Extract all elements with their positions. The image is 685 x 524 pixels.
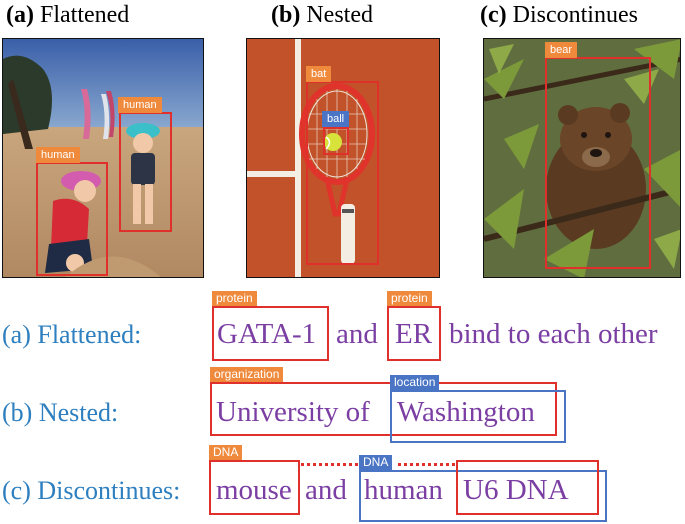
word-and-2: and: [305, 474, 347, 506]
word-human: human: [364, 474, 443, 506]
bbox-human-right: [119, 112, 172, 232]
entity-box-u6-dna: [456, 460, 599, 515]
bbox-human-left: [36, 162, 108, 276]
panel-name-c: Discontinues: [512, 2, 638, 28]
tag-bat: bat: [306, 66, 332, 82]
discontinuous-link-right: [398, 463, 455, 466]
photo-beach-children: human human: [2, 38, 204, 278]
bbox-ball: [323, 127, 349, 155]
word-and-1: and: [336, 318, 378, 350]
row-label-flattened: (a) Flattened:: [2, 320, 142, 349]
entity-box-university-of-washington: [210, 382, 557, 436]
entity-tag-dna-2: DNA: [359, 455, 393, 470]
entity-tag-protein-1: protein: [212, 291, 257, 306]
entity-tag-dna-1: DNA: [209, 445, 243, 460]
word-u6-dna: U6 DNA: [463, 474, 569, 506]
entity-box-er: [387, 306, 441, 361]
tag-ball: ball: [322, 111, 350, 127]
panel-title-b: (b) Nested: [271, 2, 373, 29]
photo-tennis-racket: bat ball: [246, 38, 440, 278]
entity-tag-location: location: [390, 375, 440, 390]
entity-box-gata1: [212, 306, 329, 361]
word-washington: Washington: [397, 396, 535, 428]
entity-box-washington: [390, 390, 566, 443]
panel-name-b: Nested: [306, 2, 373, 28]
tag-human-left: human: [36, 147, 80, 163]
word-university-of: University of: [216, 396, 370, 428]
word-bind-to-each-other: bind to each other: [449, 318, 658, 350]
entity-box-human-u6-dna: [359, 470, 607, 522]
panel-letter-a: (a): [6, 2, 34, 28]
tag-human-right: human: [118, 97, 162, 113]
bbox-bat: [306, 81, 379, 265]
bbox-bear: [545, 57, 651, 269]
tennis-scene-illustration: [247, 39, 439, 277]
panel-letter-c: (c): [480, 2, 507, 28]
word-gata1: GATA-1: [217, 318, 317, 350]
panel-name-a: Flattened: [39, 2, 130, 28]
tag-bear: bear: [545, 42, 578, 58]
row-label-discontinues: (c) Discontinues:: [2, 476, 181, 505]
word-mouse: mouse: [216, 474, 292, 506]
discontinuous-link-left: [301, 463, 358, 466]
row-label-nested: (b) Nested:: [2, 398, 119, 427]
panel-title-c: (c) Discontinues: [480, 2, 638, 29]
panel-letter-b: (b): [271, 2, 301, 28]
entity-tag-protein-2: protein: [387, 291, 432, 306]
word-er: ER: [395, 318, 433, 350]
entity-tag-organization: organization: [210, 367, 284, 382]
photo-bear-tree: bear: [483, 38, 681, 278]
entity-box-mouse: [209, 460, 300, 515]
panel-title-a: (a) Flattened: [6, 2, 129, 29]
